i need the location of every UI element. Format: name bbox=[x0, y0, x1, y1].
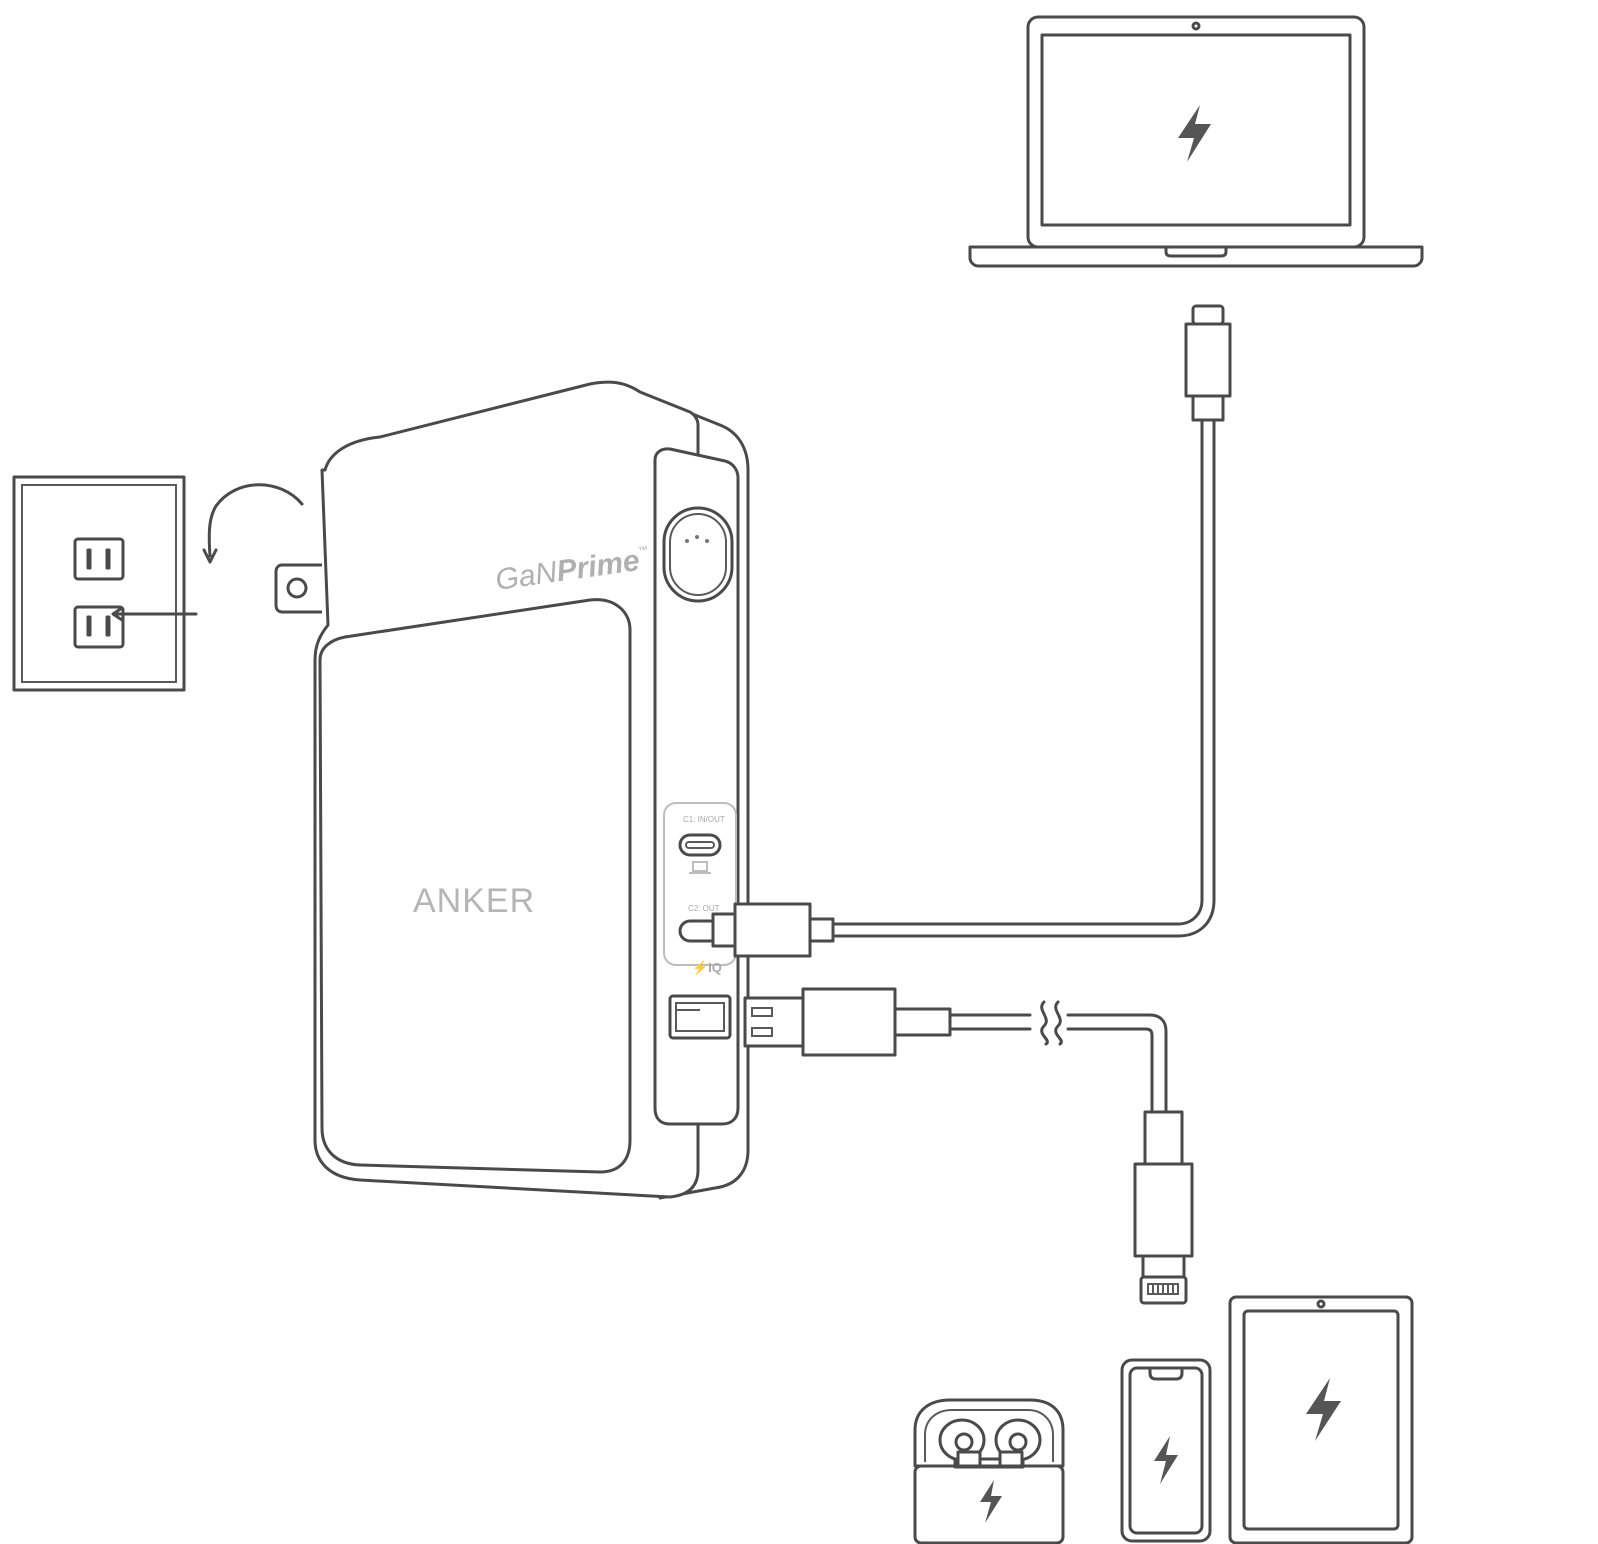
charging-bolt-icon bbox=[1154, 1436, 1178, 1484]
usb-c-cable bbox=[711, 304, 1232, 958]
usb-a-port[interactable] bbox=[668, 994, 732, 1040]
usb-c-connector-icon bbox=[711, 902, 835, 958]
usb-c-connector-icon bbox=[1184, 304, 1232, 422]
tablet-icon bbox=[1228, 1295, 1414, 1544]
power-bank-charger: GaNPrime™ ANKER C1: IN/OUT C2: OUT ⚡IQ bbox=[274, 380, 750, 1200]
charging-bolt-icon bbox=[980, 1480, 1002, 1523]
power-display-button bbox=[662, 506, 734, 603]
rotate-arrow-icon bbox=[202, 483, 304, 564]
laptop-mini-icon bbox=[689, 861, 711, 874]
earbud-left bbox=[938, 1418, 986, 1468]
lightning-connector-icon bbox=[1133, 1110, 1194, 1305]
cable-break-icon bbox=[1040, 1000, 1063, 1046]
charging-bolt-icon bbox=[1178, 105, 1211, 162]
c1-usb-c-port[interactable] bbox=[678, 833, 722, 857]
c2-port-label: C2: OUT bbox=[688, 904, 720, 913]
plug-in-arrow-icon bbox=[111, 606, 198, 622]
c1-port-label: C1: IN/OUT bbox=[683, 815, 725, 824]
plug-prong-icon bbox=[274, 563, 322, 614]
earbuds-case-icon bbox=[913, 1398, 1065, 1544]
outlet-socket-top bbox=[73, 537, 125, 581]
charging-bolt-icon bbox=[1306, 1378, 1341, 1441]
outlet-socket-bottom bbox=[73, 605, 125, 649]
earbud-right bbox=[994, 1418, 1042, 1468]
laptop-icon bbox=[968, 15, 1424, 268]
usb-a-to-lightning-cable bbox=[743, 987, 1194, 1305]
phone-icon bbox=[1120, 1358, 1212, 1543]
wall-outlet-icon bbox=[12, 475, 198, 692]
poweriq-mark: ⚡IQ bbox=[692, 960, 722, 976]
anker-logo: ANKER bbox=[413, 882, 535, 920]
usb-a-connector-icon bbox=[743, 987, 952, 1057]
